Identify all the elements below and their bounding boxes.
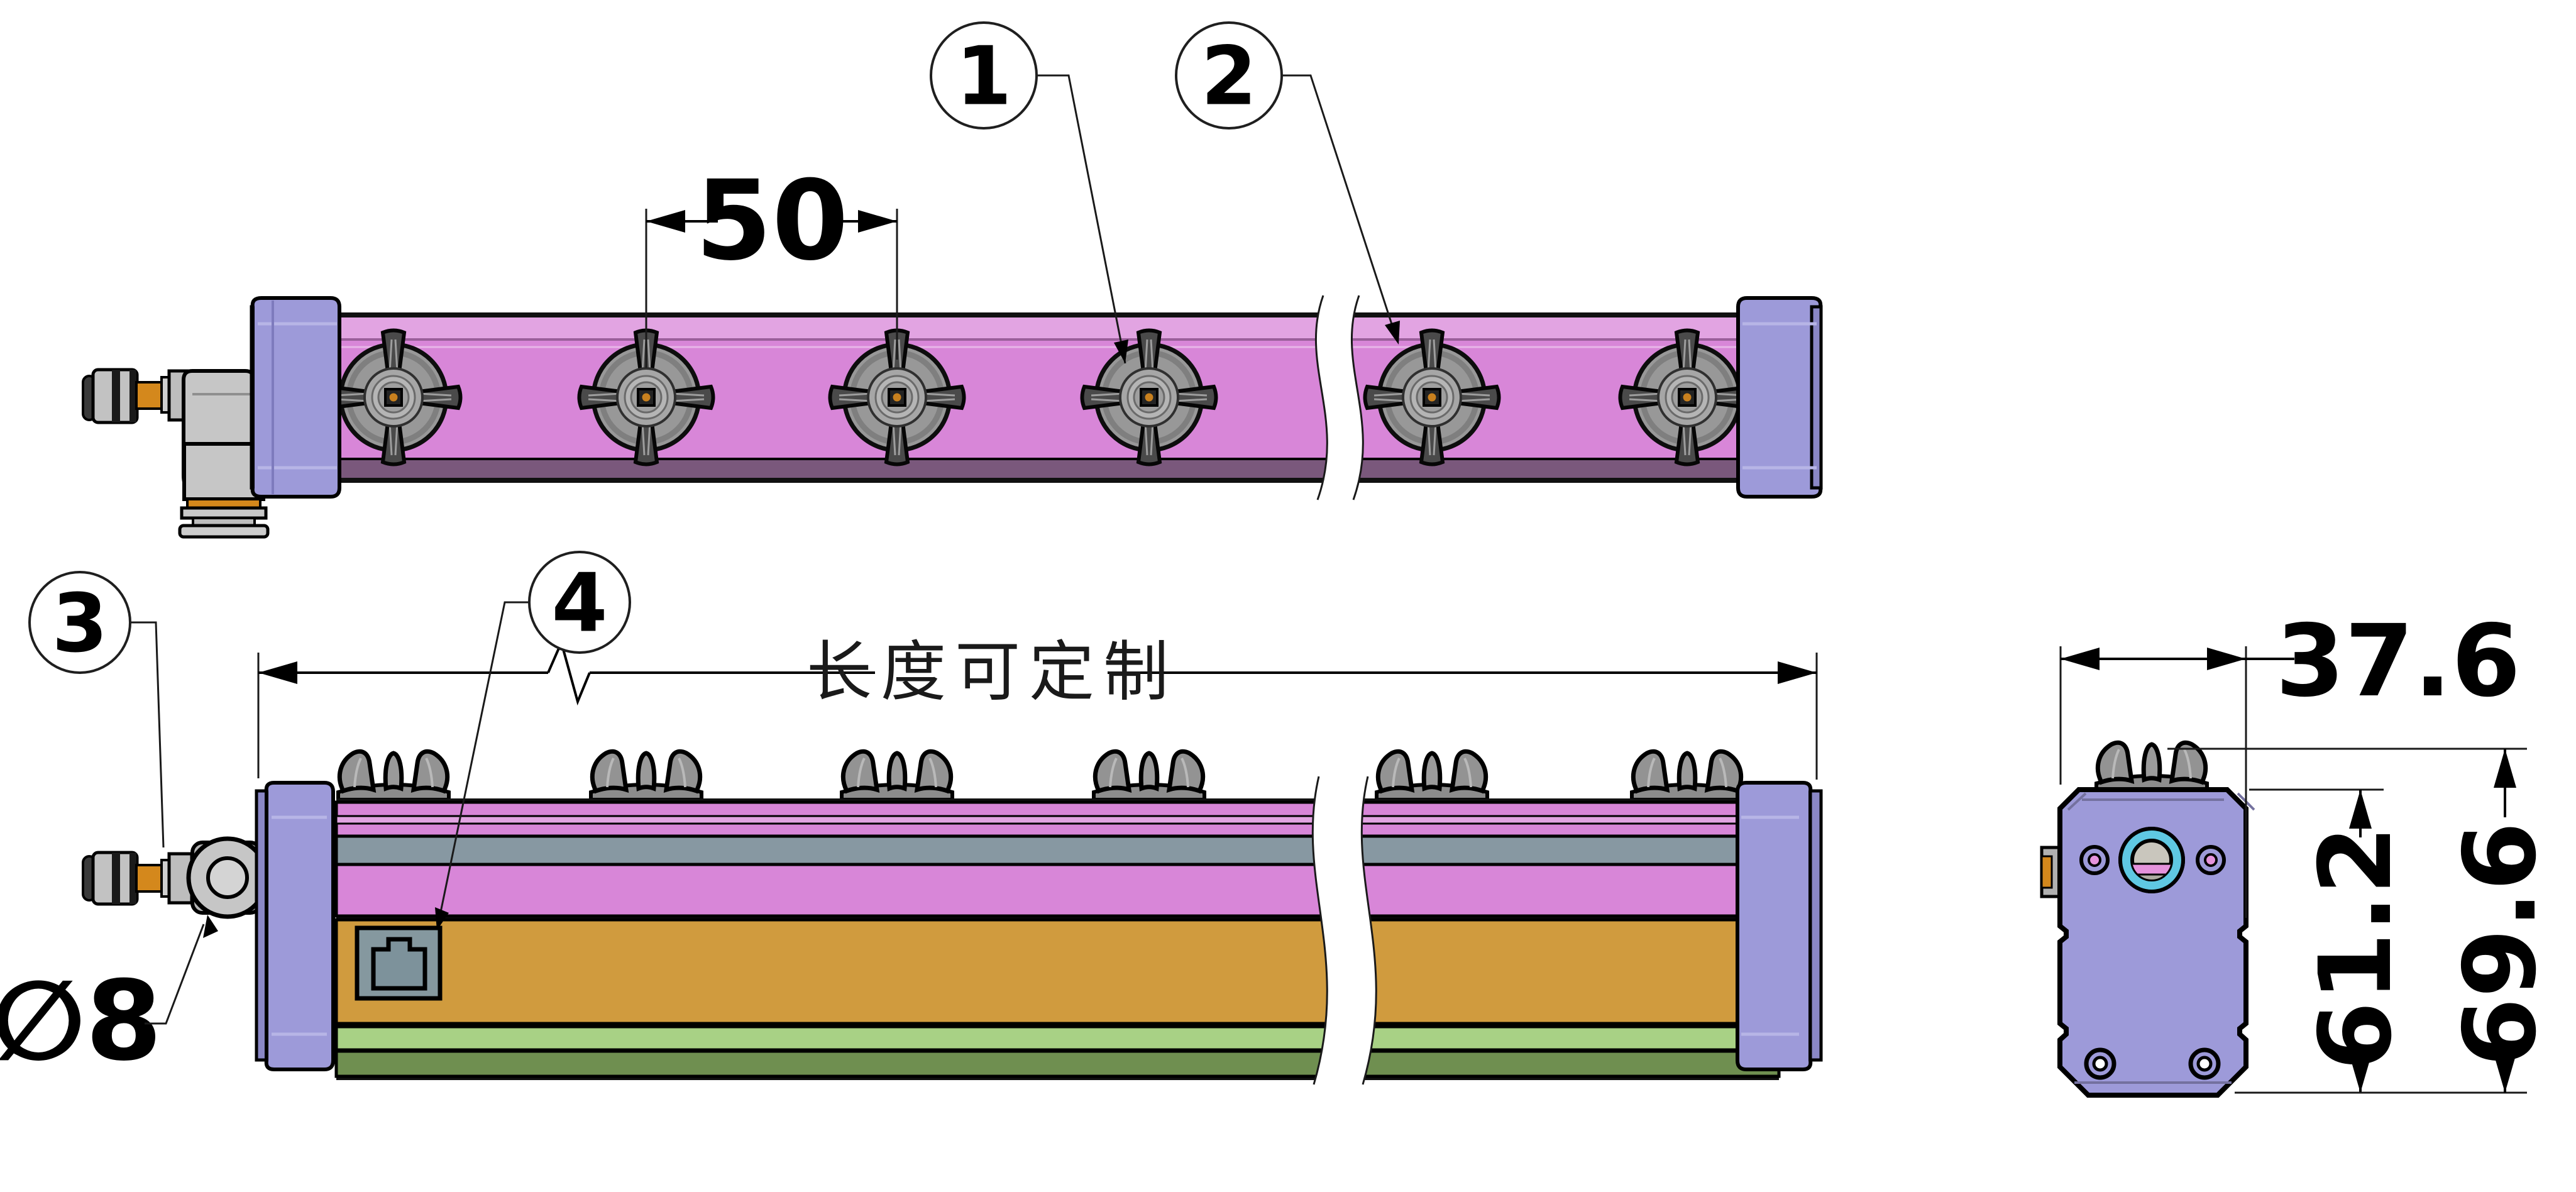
layer-orange [334, 918, 1781, 1025]
balloon-1-leader [1036, 74, 1126, 364]
end-bottom-bosses [2084, 1047, 2221, 1080]
top-end-caps [250, 296, 1823, 499]
side-nozzle-clusters [338, 751, 1742, 800]
dimline-break-jog [547, 639, 591, 706]
end-center-port [2118, 827, 2185, 893]
top-bar-body [333, 312, 1741, 483]
layer-green-light [334, 1025, 1781, 1052]
side-bar-body [334, 798, 1781, 1080]
break-symbol-top [1315, 295, 1364, 500]
nozzle-wings-side [1632, 751, 1742, 800]
break-symbol-side [1311, 776, 1377, 1085]
end-cap-left [250, 296, 341, 499]
nozzle-wings-side [842, 751, 952, 800]
dimension-body-height: 61.2 [2249, 788, 2414, 1093]
balloon-2-label: 2 [1201, 30, 1257, 124]
bar-face-pink [333, 317, 1741, 459]
layer-pink-highlight [335, 815, 1780, 825]
layer-gray [334, 834, 1781, 866]
layer-pink-lower [334, 863, 1781, 918]
nozzle-wings-side [591, 751, 702, 800]
air-fitting-side [82, 836, 269, 919]
side-end-caps [255, 781, 1823, 1071]
fitting-vertical-body [182, 442, 265, 501]
dim-text-body-height: 61.2 [2298, 825, 2414, 1071]
end-cap-right-lip [1810, 305, 1823, 490]
end-view [2040, 742, 2255, 1098]
fitting-brass-tube [135, 864, 163, 893]
balloon-3-label: 3 [52, 577, 107, 671]
layer-green-dark [334, 1049, 1781, 1078]
balloon-3: 3 [28, 571, 165, 848]
top-view [82, 295, 1823, 539]
balloon-2-leader [1281, 74, 1398, 340]
balloon-1: 1 [930, 21, 1128, 364]
dim-text-overall-height: 69.6 [2443, 822, 2558, 1067]
balloon-4-label: 4 [551, 557, 607, 651]
balloon-4: 4 [435, 551, 631, 930]
air-fitting-top [82, 368, 270, 539]
dimension-inlet-diameter: ∅8 [0, 915, 218, 1086]
ethernet-port-opening [371, 937, 427, 991]
ethernet-port [355, 925, 443, 1001]
dim-text-pitch: 50 [695, 158, 849, 285]
nozzle-wings-side [1094, 751, 1204, 800]
dimension-end-width: 37.6 [2059, 604, 2521, 918]
dim-text-width: 37.6 [2276, 604, 2521, 719]
end-screw-holes [2079, 845, 2226, 875]
balloon-4-leader [437, 601, 529, 925]
side-view [82, 751, 1823, 1085]
dimension-nozzle-pitch: 50 [645, 158, 898, 368]
fitting-flange [178, 524, 270, 539]
dimension-overall-height: 69.6 [2167, 748, 2558, 1094]
fitting-brass-tube [135, 381, 163, 410]
balloon-2: 2 [1175, 21, 1400, 345]
end-cap-right [1736, 296, 1823, 499]
dim-text-inlet: ∅8 [0, 958, 162, 1086]
dim-text-length: 长度可定制 [806, 637, 1177, 709]
balloon-3-leader [130, 621, 165, 848]
bar-edge-strip [333, 459, 1741, 478]
inlet-leader [145, 924, 205, 1025]
end-cap-left [264, 781, 335, 1071]
nozzle-wings-side [338, 751, 449, 800]
end-cap-right-lip [1808, 789, 1823, 1062]
nozzle-wings-side [1377, 751, 1487, 800]
nozzle-wings-end [2096, 742, 2207, 791]
end-cap-right [1736, 781, 1813, 1071]
dimension-length: 长度可定制 [257, 637, 1818, 780]
bar-face-highlight [333, 317, 1741, 339]
balloon-1-label: 1 [955, 30, 1011, 124]
